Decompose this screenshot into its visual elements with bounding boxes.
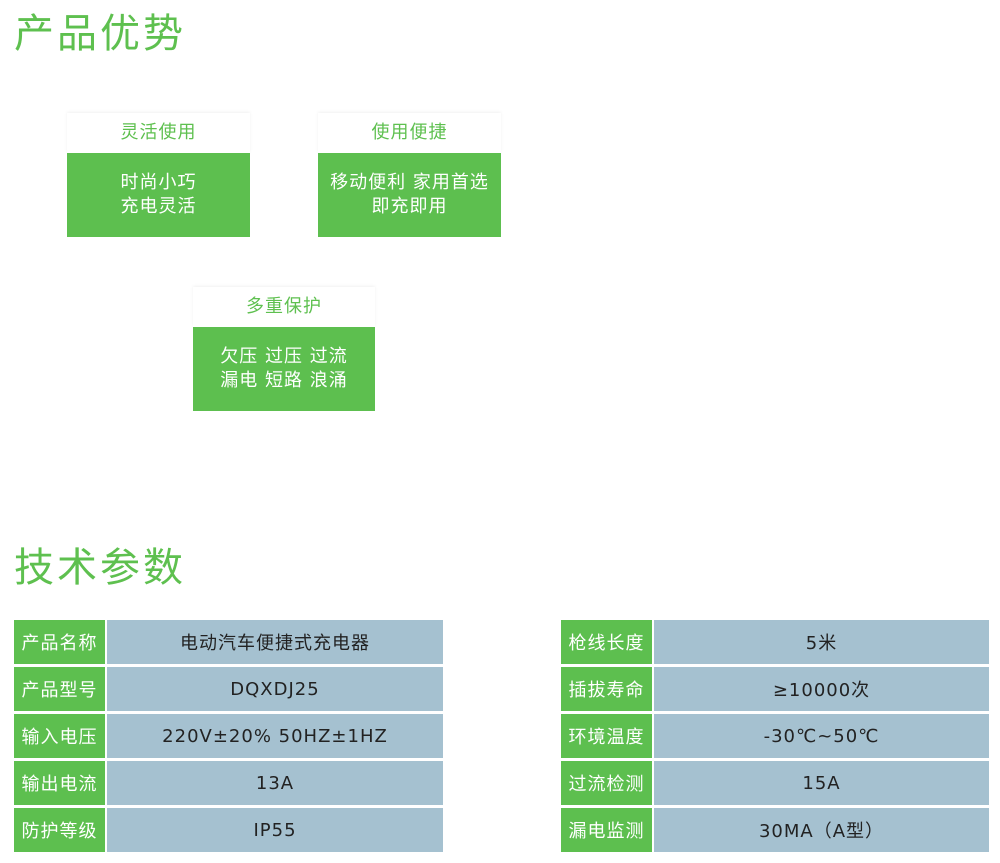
- spec-table-left: 产品名称 电动汽车便捷式充电器 产品型号 DQXDJ25 输入电压 220V±2…: [14, 617, 443, 855]
- spec-key: 过流检测: [561, 761, 654, 805]
- table-row: 输出电流 13A: [14, 761, 443, 805]
- feature-line: 漏电 短路 浪涌: [220, 370, 348, 391]
- spec-table-right: 枪线长度 5米 插拔寿命 ≥10000次 环境温度 -30℃~50℃ 过流检测 …: [561, 617, 989, 855]
- table-row: 过流检测 15A: [561, 761, 989, 805]
- spec-value: 13A: [107, 761, 443, 805]
- feature-line: 移动便利 家用首选: [330, 172, 489, 193]
- feature-card-protection: 多重保护 欠压 过压 过流 漏电 短路 浪涌: [193, 287, 375, 411]
- feature-label: 多重保护: [193, 287, 375, 327]
- spec-key: 产品型号: [14, 667, 107, 711]
- spec-value: ≥10000次: [654, 667, 989, 711]
- spec-key: 插拔寿命: [561, 667, 654, 711]
- feature-line: 充电灵活: [120, 196, 197, 217]
- feature-card-convenient: 使用便捷 移动便利 家用首选 即充即用: [318, 113, 501, 237]
- spec-key: 枪线长度: [561, 620, 654, 664]
- table-row: 输入电压 220V±20% 50HZ±1HZ: [14, 714, 443, 758]
- feature-label: 灵活使用: [67, 113, 250, 153]
- spec-value: IP55: [107, 808, 443, 852]
- table-row: 枪线长度 5米: [561, 620, 989, 664]
- spec-value: 30MA（A型）: [654, 808, 989, 852]
- spec-value: DQXDJ25: [107, 667, 443, 711]
- spec-value: -30℃~50℃: [654, 714, 989, 758]
- feature-label: 使用便捷: [318, 113, 501, 153]
- feature-line: 时尚小巧: [120, 172, 197, 193]
- spec-key: 漏电监测: [561, 808, 654, 852]
- spec-key: 输入电压: [14, 714, 107, 758]
- spec-value: 15A: [654, 761, 989, 805]
- table-row: 防护等级 IP55: [14, 808, 443, 852]
- spec-key: 防护等级: [14, 808, 107, 852]
- spec-value: 220V±20% 50HZ±1HZ: [107, 714, 443, 758]
- table-row: 产品型号 DQXDJ25: [14, 667, 443, 711]
- table-row: 环境温度 -30℃~50℃: [561, 714, 989, 758]
- table-row: 产品名称 电动汽车便捷式充电器: [14, 620, 443, 664]
- spec-key: 产品名称: [14, 620, 107, 664]
- specs-title: 技术参数: [14, 545, 186, 591]
- table-row: 插拔寿命 ≥10000次: [561, 667, 989, 711]
- spec-value: 电动汽车便捷式充电器: [107, 620, 443, 664]
- spec-key: 输出电流: [14, 761, 107, 805]
- feature-card-flexible: 灵活使用 时尚小巧 充电灵活: [67, 113, 250, 237]
- advantages-title: 产品优势: [14, 11, 186, 57]
- feature-box: 时尚小巧 充电灵活: [67, 153, 250, 237]
- feature-box: 移动便利 家用首选 即充即用: [318, 153, 501, 237]
- spec-key: 环境温度: [561, 714, 654, 758]
- feature-box: 欠压 过压 过流 漏电 短路 浪涌: [193, 327, 375, 411]
- spec-value: 5米: [654, 620, 989, 664]
- table-row: 漏电监测 30MA（A型）: [561, 808, 989, 852]
- feature-line: 欠压 过压 过流: [220, 346, 348, 367]
- feature-line: 即充即用: [371, 196, 448, 217]
